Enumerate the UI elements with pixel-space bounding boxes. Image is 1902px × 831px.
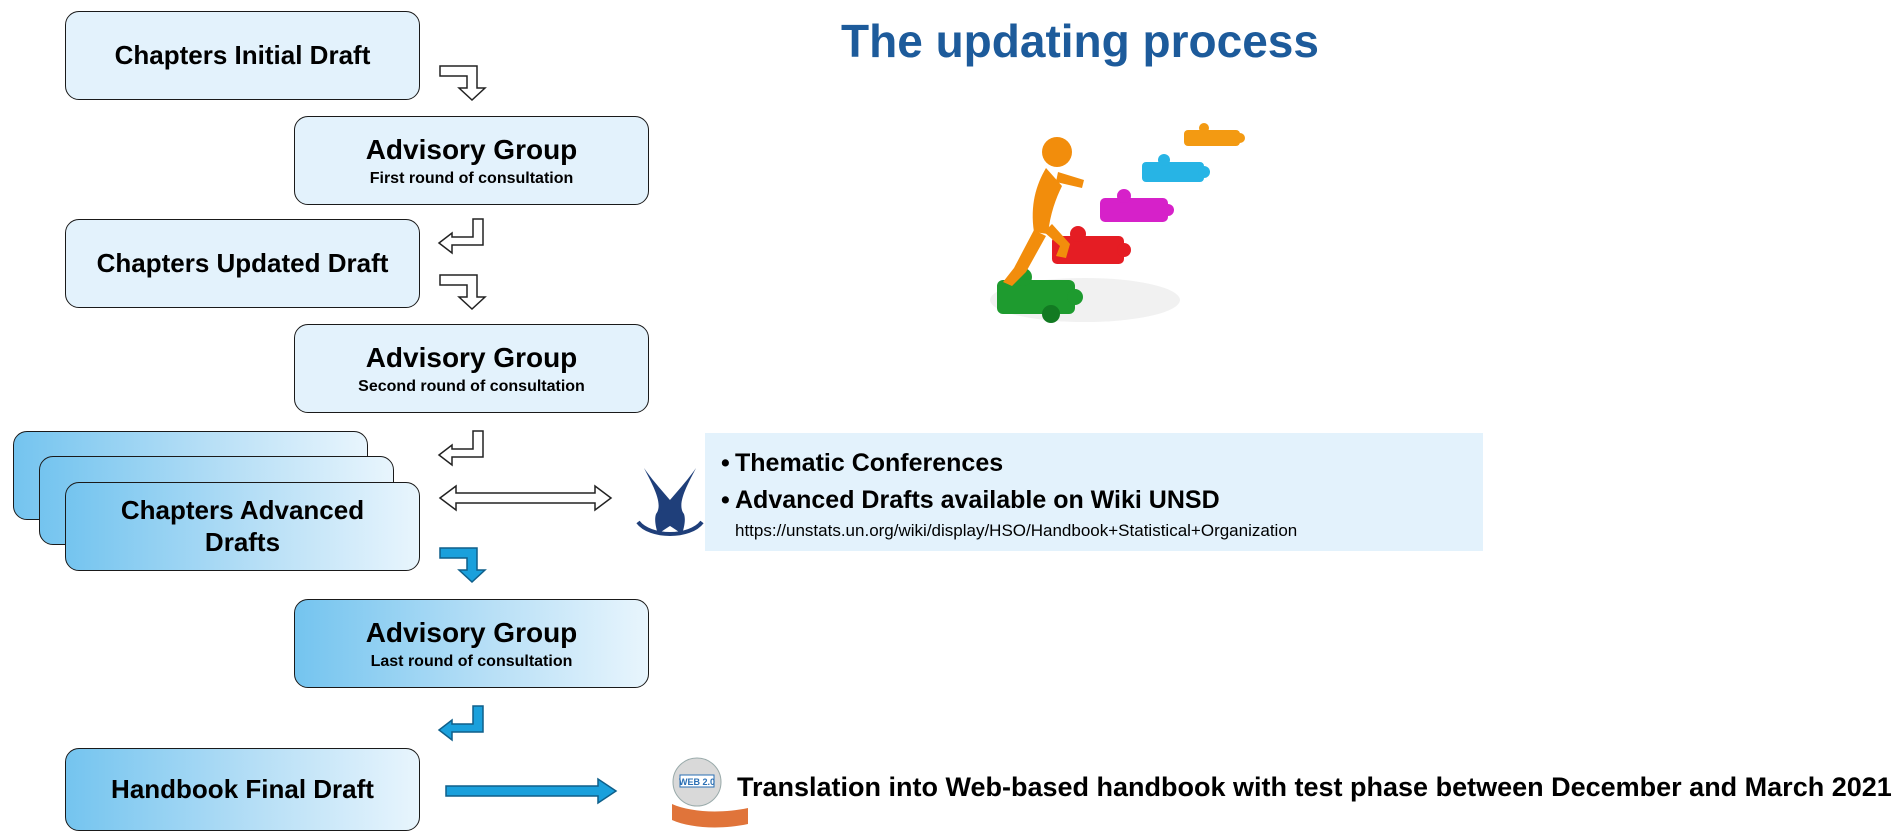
box-label: Chapters Updated Draft: [96, 247, 389, 278]
double-arrow-advanced-to-info: [438, 484, 613, 512]
box-title: Advisory Group: [365, 341, 578, 373]
box-subtitle: Second round of consultation: [358, 378, 585, 396]
arrow-advisory1-to-updated: [437, 218, 484, 255]
wiki-url[interactable]: https://unstats.un.org/wiki/display/HSO/…: [735, 521, 1298, 540]
blue-arrow-advisory3-to-final: [437, 705, 484, 742]
chapters-advanced-drafts-box: Chapters Advanced Drafts: [65, 482, 420, 571]
box-label: Chapters Initial Draft: [114, 39, 371, 70]
box-title: Advisory Group: [365, 616, 578, 648]
bullet-thematic-conferences: Thematic Conferences: [721, 445, 1467, 482]
climbing-figure: [1003, 137, 1084, 286]
arrow-advisory2-to-advanced: [437, 430, 484, 467]
box-subtitle: First round of consultation: [369, 170, 574, 188]
box-title: Advisory Group: [365, 133, 578, 165]
advisory-group-second-box: Advisory Group Second round of consultat…: [294, 324, 649, 413]
blue-arrow-final-to-translation: [445, 777, 618, 805]
handbook-final-draft-box: Handbook Final Draft: [65, 748, 420, 831]
page-title: The updating process: [841, 15, 1319, 67]
confluence-logo-icon: [636, 468, 704, 536]
box-subtitle: Last round of consultation: [370, 653, 573, 671]
puzzle-piece-orange: [1184, 123, 1245, 146]
box-label: Handbook Final Draft: [111, 773, 374, 804]
arrow-initial-to-advisory1: [439, 65, 487, 102]
advisory-group-first-box: Advisory Group First round of consultati…: [294, 116, 649, 205]
advisory-group-last-box: Advisory Group Last round of consultatio…: [294, 599, 649, 688]
chapters-initial-draft-box: Chapters Initial Draft: [65, 11, 420, 100]
puzzle-piece-blue: [1142, 154, 1210, 182]
web-globe-hand-icon: WEB 2.0: [672, 757, 748, 828]
info-panel: Thematic Conferences Advanced Drafts ava…: [705, 433, 1483, 551]
arrow-updated-to-advisory2: [439, 274, 487, 311]
blue-arrow-advanced-to-advisory3: [439, 547, 487, 584]
box-label: Chapters Advanced Drafts: [120, 495, 365, 557]
bullet-advanced-drafts: Advanced Drafts available on Wiki UNSD: [721, 482, 1467, 519]
web-badge-text: WEB 2.0: [679, 777, 715, 787]
puzzle-piece-red: [1052, 226, 1131, 264]
chapters-updated-draft-box: Chapters Updated Draft: [65, 219, 420, 308]
puzzle-piece-magenta: [1100, 189, 1174, 222]
translation-note: Translation into Web-based handbook with…: [737, 772, 1892, 802]
puzzle-steps-illustration: [990, 123, 1245, 323]
puzzle-piece-green: [997, 268, 1083, 323]
